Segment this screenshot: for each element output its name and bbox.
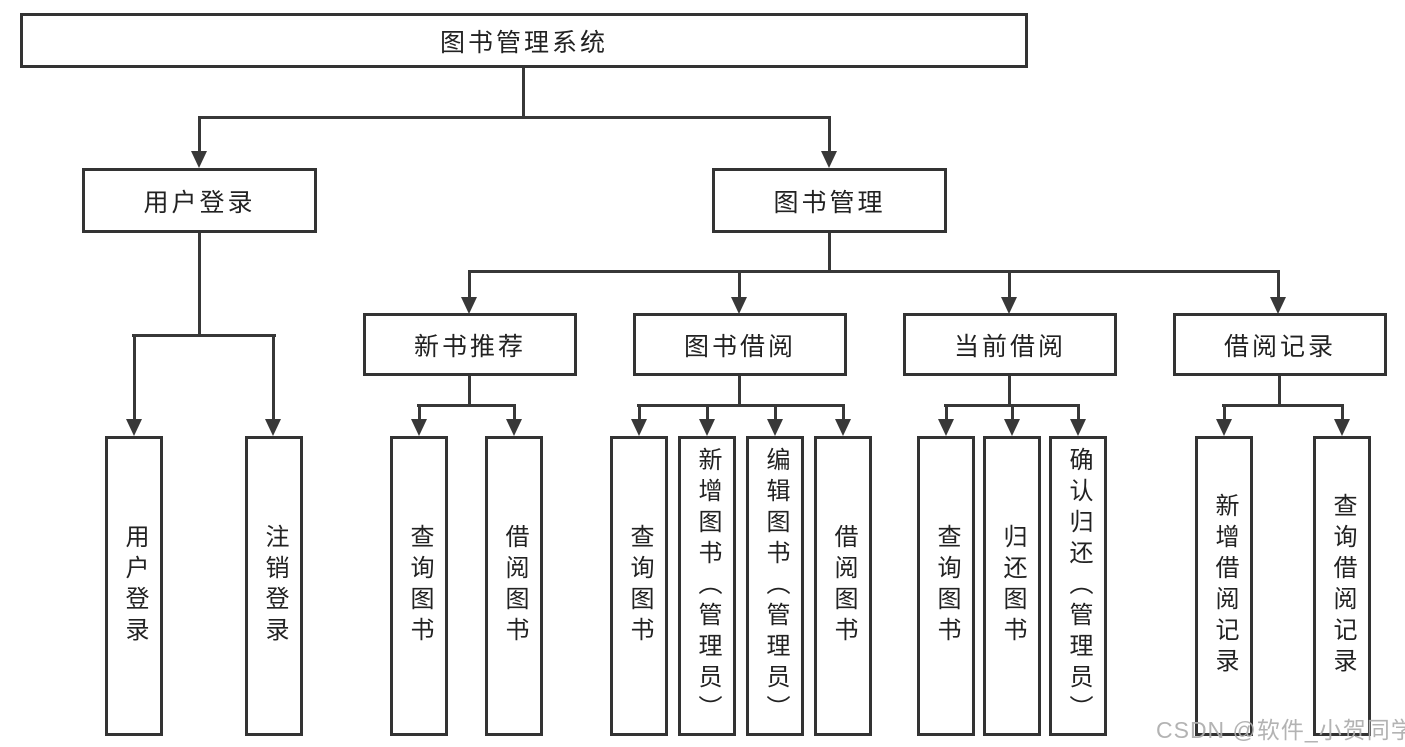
leaf-label: 查询借阅记录 [1329,493,1356,679]
node-book-borrowing: 图书借阅 [633,313,847,376]
arrowhead-leaf [126,419,142,436]
leaf-query-books-recommend: 查询图书 [390,436,448,736]
leaf-label: 用户登录 [121,524,148,648]
leaf-return-books: 归还图书 [983,436,1041,736]
leaf-add-books-admin: 新增图书（管理员） [678,436,736,736]
node-label: 当前借阅 [953,332,1066,361]
arrowhead-book-mgmt [821,151,837,168]
arrowhead-leaf [1334,419,1350,436]
leaf-label: 注销登录 [261,524,288,648]
arrowhead-leaf [699,419,715,436]
leaf-label: 新增借阅记录 [1211,493,1238,679]
leaf-label: 确认归还（管理员） [1065,446,1092,726]
arrowhead-level3 [461,297,477,314]
arrowhead-level3 [1270,297,1286,314]
arrowhead-leaf [1004,419,1020,436]
connector-records-trunk [1278,376,1281,406]
connector-level3-stub [1008,270,1011,297]
node-label: 借阅记录 [1223,332,1336,361]
arrowhead-leaf [767,419,783,436]
connector-leaf-stub [706,404,709,420]
connector-recommend-trunk [468,376,471,406]
leaf-label: 查询图书 [933,524,960,648]
arrowhead-leaf [631,419,647,436]
connector-level3-branch [468,270,1280,273]
root-node-label: 图书管理系统 [439,28,608,57]
connector-leaf-stub [1011,404,1014,420]
node-current-borrowing: 当前借阅 [903,313,1117,376]
leaf-label: 新增图书（管理员） [694,446,721,726]
connector-leaf-stub [774,404,777,420]
connector-borrow-trunk [738,376,741,406]
connector-leaf-stub [1341,404,1344,420]
arrowhead-leaf [411,419,427,436]
leaf-borrow-books-recommend: 借阅图书 [485,436,543,736]
leaf-user-login: 用户登录 [105,436,163,736]
leaf-label: 归还图书 [999,524,1026,648]
root-node-library-management-system: 图书管理系统 [20,13,1028,68]
connector-leaf-stub [418,404,421,420]
node-label: 图书管理 [773,188,886,217]
connector-leaf-stub [945,404,948,420]
csdn-watermark: CSDN @软件_小贺同学 [1156,717,1405,743]
connector-level3-stub [1277,270,1280,297]
leaf-edit-books-admin: 编辑图书（管理员） [746,436,804,736]
connector-borrow-branch [637,404,845,407]
arrowhead-user-login [191,151,207,168]
node-new-book-recommendation: 新书推荐 [363,313,577,376]
leaf-query-borrow-record: 查询借阅记录 [1313,436,1371,736]
leaf-label: 查询图书 [406,524,433,648]
connector-user-group-branch [132,334,276,337]
node-book-management-group: 图书管理 [712,168,947,233]
connector-current-trunk [1008,376,1011,406]
leaf-query-books-current: 查询图书 [917,436,975,736]
connector-root-trunk [522,68,525,117]
leaf-add-borrow-record: 新增借阅记录 [1195,436,1253,736]
connector-book-mgmt-stub [828,116,831,153]
connector-leaf-stub [638,404,641,420]
connector-level3-stub [738,270,741,297]
node-label: 用户登录 [143,188,256,217]
connector-level2-branch [198,116,830,119]
leaf-label: 借阅图书 [830,524,857,648]
leaf-query-books-borrow: 查询图书 [610,436,668,736]
leaf-logout: 注销登录 [245,436,303,736]
connector-leaf-stub [272,334,275,420]
connector-leaf-stub [842,404,845,420]
arrowhead-leaf [938,419,954,436]
node-label: 新书推荐 [413,332,526,361]
arrowhead-level3 [731,297,747,314]
connector-user-group-trunk [198,233,201,336]
connector-recommend-branch [417,404,516,407]
connector-records-branch [1222,404,1344,407]
node-borrowing-records: 借阅记录 [1173,313,1387,376]
connector-book-group-trunk [828,233,831,272]
arrowhead-leaf [1070,419,1086,436]
connector-leaf-stub [133,334,136,420]
leaf-confirm-return-admin: 确认归还（管理员） [1049,436,1107,736]
node-label: 图书借阅 [683,332,796,361]
arrowhead-level3 [1001,297,1017,314]
arrowhead-leaf [506,419,522,436]
connector-leaf-stub [1077,404,1080,420]
arrowhead-leaf [835,419,851,436]
connector-level3-stub [468,270,471,297]
arrowhead-leaf [1216,419,1232,436]
leaf-label: 编辑图书（管理员） [762,446,789,726]
node-user-login-group: 用户登录 [82,168,317,233]
leaf-borrow-books: 借阅图书 [814,436,872,736]
connector-leaf-stub [513,404,516,420]
arrowhead-leaf [265,419,281,436]
leaf-label: 借阅图书 [501,524,528,648]
leaf-label: 查询图书 [626,524,653,648]
connector-user-login-stub [198,116,201,153]
connector-leaf-stub [1223,404,1226,420]
